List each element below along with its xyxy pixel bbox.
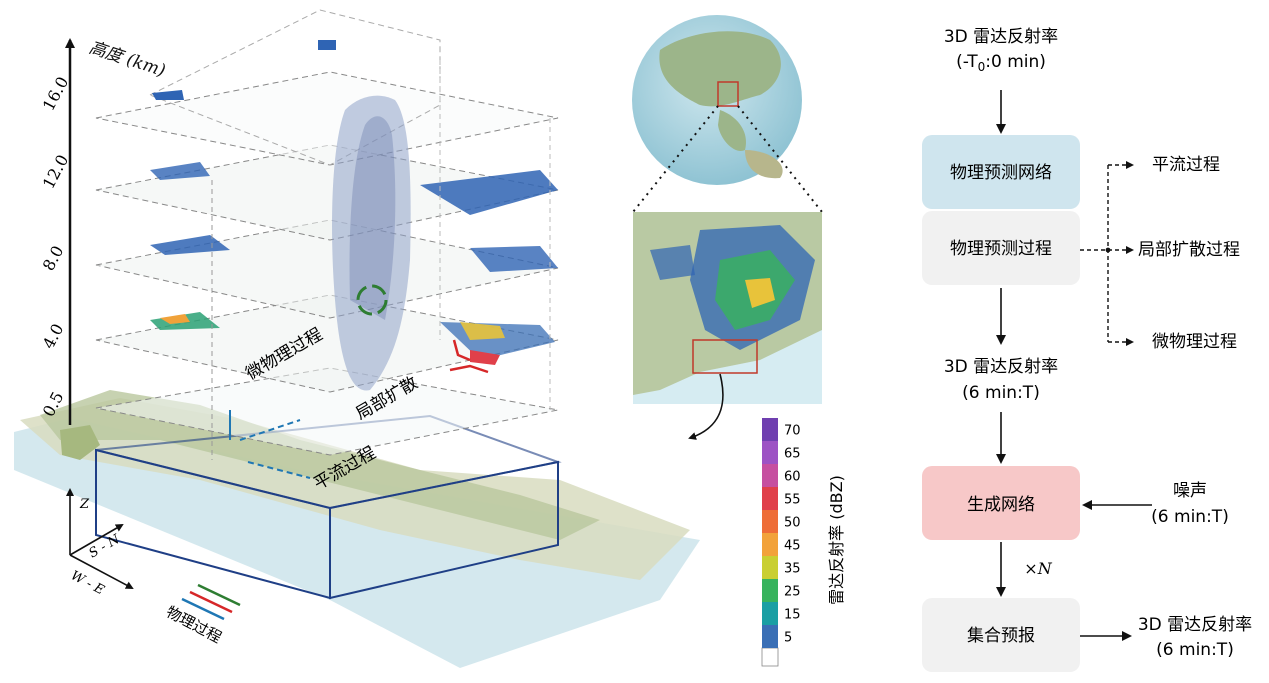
process-arrows-label: 物理过程 (163, 603, 224, 647)
terrain-base (14, 390, 700, 668)
colorbar-label: 雷达反射率 (dBZ) (827, 475, 846, 605)
colorbar-cell (762, 487, 778, 510)
colorbar: 雷达反射率 (dBZ) 70 65 60 55 50 45 35 25 15 5 (761, 418, 846, 667)
colorbar-tick: 60 (784, 470, 801, 485)
colorbar-tick: 65 (784, 447, 801, 462)
colorbar-white-cell (761, 647, 779, 667)
gen-net-box: 生成网络 (967, 495, 1035, 515)
phys-proc-box: 物理预测过程 (950, 239, 1052, 259)
noise-title: 噪声 (1173, 481, 1207, 501)
height-tick: 16.0 (39, 74, 73, 114)
colorbar-tick: 50 (784, 516, 801, 531)
height-axis: 高度 (km) 16.0 12.0 8.0 4.0 0.5 (39, 38, 168, 425)
colorbar-cell (762, 464, 778, 487)
noise-subtitle: (6 min:T) (1151, 507, 1229, 527)
compass-we: W - E (68, 568, 107, 598)
colorbar-cell (762, 441, 778, 464)
process-arrows-legend: 物理过程 (163, 583, 241, 647)
colorbar-cell (762, 579, 778, 602)
colorbar-tick: 15 (784, 608, 801, 623)
mid-subtitle: (6 min:T) (962, 383, 1040, 403)
height-axis-label: 高度 (km) (86, 38, 167, 81)
mid-title: 3D 雷达反射率 (944, 357, 1058, 377)
colorbar-tick: 45 (784, 539, 801, 554)
output-title: 3D 雷达反射率 (1138, 615, 1252, 635)
height-tick: 8.0 (39, 242, 68, 273)
ensemble-box: 集合预报 (967, 626, 1035, 646)
colorbar-tick: 70 (784, 424, 801, 439)
colorbar-tick: 5 (784, 631, 792, 646)
compass-sn: S - N (87, 532, 124, 562)
height-tick: 12.0 (39, 152, 73, 192)
colorbar-cell (762, 625, 778, 648)
colorbar-cell (762, 602, 778, 625)
colorbar-cell (762, 556, 778, 579)
times-n: ×N (1024, 559, 1052, 578)
colorbar-tick: 55 (784, 493, 801, 508)
input-title: 3D 雷达反射率 (944, 27, 1058, 47)
phys-net-box: 物理预测网络 (950, 163, 1052, 183)
colorbar-tick: 25 (784, 585, 801, 600)
globe (632, 15, 823, 213)
branch-microphysics: 微物理过程 (1152, 332, 1237, 352)
branch-diffusion: 局部扩散过程 (1138, 240, 1240, 260)
height-tick: 4.0 (39, 320, 68, 351)
layer-stack (95, 9, 559, 479)
colorbar-cell (762, 533, 778, 556)
regional-map (633, 212, 822, 440)
colorbar-cell (762, 510, 778, 533)
branch-advection: 平流过程 (1152, 155, 1220, 175)
colorbar-tick: 35 (784, 562, 801, 577)
flowchart: 3D 雷达反射率 (-T0:0 min) 物理预测网络 物理预测过程 平流过程 … (922, 27, 1252, 672)
compass-z: Z (79, 497, 90, 512)
output-subtitle: (6 min:T) (1156, 640, 1234, 660)
colorbar-cell (762, 418, 778, 441)
input-subtitle: (-T0:0 min) (956, 52, 1046, 74)
